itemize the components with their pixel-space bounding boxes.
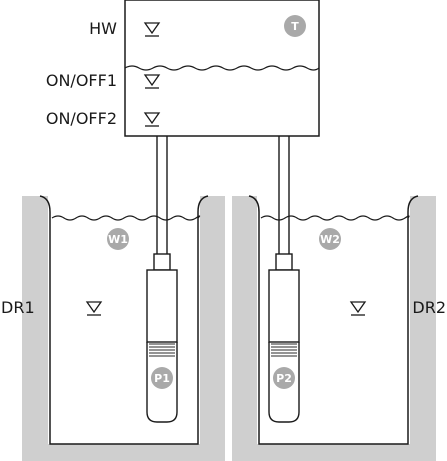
water-level-triangle-icon (85, 301, 103, 316)
pump-p1 (146, 253, 178, 423)
pump-p2 (268, 253, 300, 423)
badge-p2: P2 (273, 367, 295, 389)
badge-t: T (284, 15, 306, 37)
water-level-triangle-icon (143, 22, 161, 37)
label-dr2: DR2 (412, 298, 446, 317)
label-dr1: DR1 (1, 298, 35, 317)
cable-right (278, 136, 290, 255)
water-level-triangle-icon (349, 301, 367, 316)
label-on-off-1: ON/OFF1 (46, 71, 117, 90)
badge-p1: P1 (151, 367, 173, 389)
badge-p1-text: P1 (154, 372, 170, 385)
shaft-left-outline (39, 195, 209, 445)
shaft-right-water-wave (260, 215, 410, 221)
shaft-right-outline (248, 195, 419, 445)
badge-w2: W2 (319, 228, 341, 250)
badge-w2-text: W2 (320, 233, 340, 246)
shaft-left-wall (22, 196, 225, 461)
badge-t-text: T (291, 20, 299, 33)
badge-p2-text: P2 (276, 372, 292, 385)
water-level-triangle-icon (143, 74, 161, 89)
cable-left (156, 136, 168, 255)
badge-w1: W1 (107, 228, 129, 250)
label-hw: HW (89, 19, 117, 38)
water-level-triangle-icon (143, 112, 161, 127)
badge-w1-text: W1 (108, 233, 128, 246)
shaft-left-water-wave (51, 215, 201, 221)
shaft-right-wall (232, 196, 436, 461)
label-on-off-2: ON/OFF2 (46, 109, 117, 128)
control-box-water-wave (124, 65, 320, 71)
